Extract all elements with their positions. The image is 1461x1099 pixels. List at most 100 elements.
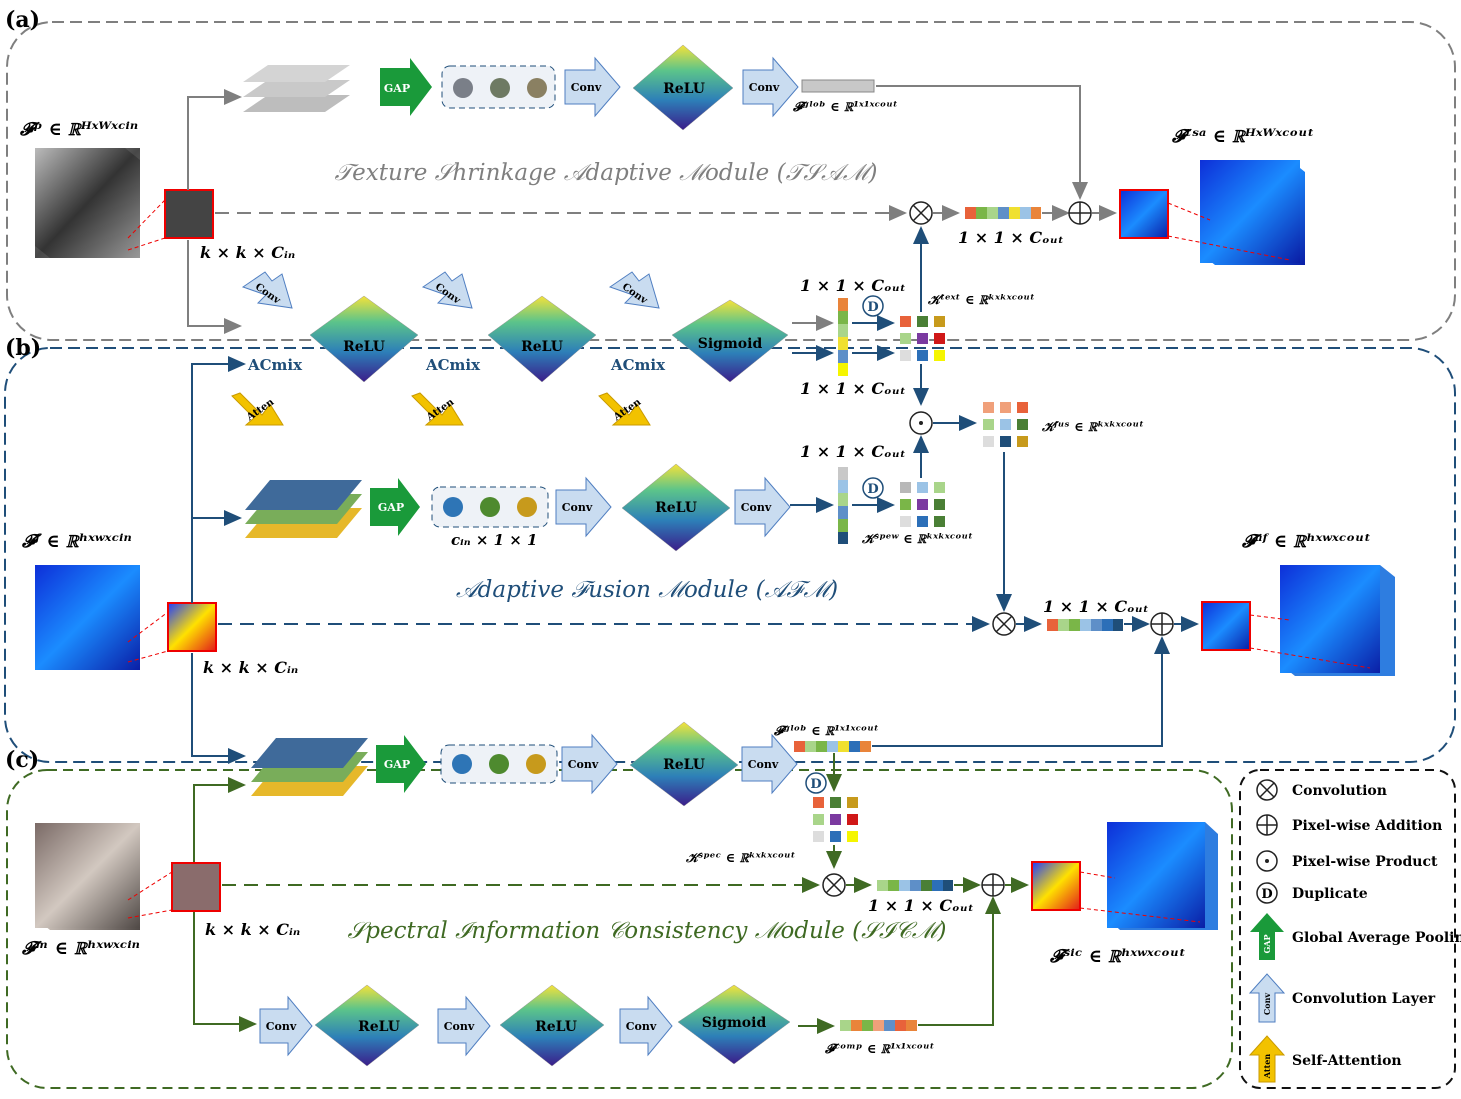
atten-block-1: Atten bbox=[231, 392, 284, 426]
sicm-title: 𝒮pectral ℐnformation 𝒞onsistency ℳodule … bbox=[347, 918, 946, 944]
faf-label: 𝓕ᵃᶠ ∈ ℝʰˣʷˣᶜᵒᵘᵗ bbox=[1241, 531, 1371, 552]
conv-block-c2: Conv bbox=[741, 733, 798, 795]
gap-block-c: GAP bbox=[376, 735, 426, 793]
kspew-vector bbox=[838, 467, 848, 544]
conv-block-a2: Conv bbox=[742, 56, 799, 118]
ftsa-output-image bbox=[1200, 160, 1305, 265]
svg-text:D: D bbox=[810, 777, 821, 792]
svg-text:Atten: Atten bbox=[1262, 1054, 1272, 1080]
svg-text:GAP: GAP bbox=[1262, 934, 1272, 953]
svg-text:ReLU: ReLU bbox=[343, 339, 385, 355]
legend: Convolution Pixel-wise Addition Pixel-wi… bbox=[1248, 779, 1461, 1083]
conv-block-c4: Conv bbox=[437, 995, 491, 1057]
fglob-vector-c bbox=[794, 741, 871, 752]
legend-atten-icon bbox=[1248, 1035, 1286, 1083]
acmix-label-3: ACmix bbox=[610, 356, 666, 374]
panel-label-a: (a) bbox=[5, 7, 40, 33]
kfus-grid bbox=[983, 402, 1028, 447]
svg-text:Conv: Conv bbox=[562, 501, 593, 514]
sic-vector bbox=[877, 880, 953, 891]
fm-label: 𝓕ᵐ ∈ ℝʰˣʷˣᶜⁱⁿ bbox=[21, 938, 140, 959]
gap-block-b: GAP bbox=[370, 478, 420, 536]
legend-label-1: Pixel-wise Addition bbox=[1292, 818, 1442, 834]
one-cout-label-c: 1 × 1 × Cₒᵤₜ bbox=[868, 896, 974, 915]
svg-text:ReLU: ReLU bbox=[663, 81, 705, 97]
conv-block-a5: Conv bbox=[608, 271, 660, 309]
relu-surface-b1: ReLU bbox=[621, 463, 731, 552]
af-vector bbox=[1047, 619, 1123, 631]
conv-block-a3: Conv bbox=[241, 271, 293, 309]
kspec-label: 𝒦ˢᵖᵉᶜ ∈ ℝᵏˣᵏˣᶜᵒᵘᵗ bbox=[685, 851, 796, 866]
svg-text:Conv: Conv bbox=[568, 758, 599, 771]
legend-duplicate-icon bbox=[1256, 882, 1278, 904]
legend-label-2: Pixel-wise Product bbox=[1292, 854, 1438, 870]
ktext-vector bbox=[838, 298, 848, 376]
kfus-label: 𝒦ᶠᵘˢ ∈ ℝᵏˣᵏˣᶜᵒᵘᵗ bbox=[1041, 420, 1144, 435]
sigmoid-surface-a: Sigmoid bbox=[671, 299, 789, 383]
fglob-c-label: 𝓕ᵍˡᵒᵇ ∈ ℝ¹ˣ¹ˣᶜᵒᵘᵗ bbox=[773, 724, 879, 739]
kkcin-label-c: k × k × Cᵢₙ bbox=[205, 920, 300, 939]
svg-text:ReLU: ReLU bbox=[535, 1019, 577, 1035]
sic-patch bbox=[1031, 861, 1081, 911]
tsam-frame bbox=[6, 21, 1456, 341]
fp-input-image bbox=[35, 148, 140, 258]
fp-patch bbox=[164, 189, 214, 239]
legend-label-4: Global Average Pooling bbox=[1292, 930, 1461, 946]
fp-label: 𝓕ᵖ ∈ ℝᴴˣᵂˣᶜⁱⁿ bbox=[19, 119, 138, 140]
svg-text:Sigmoid: Sigmoid bbox=[698, 336, 763, 352]
legend-label-5: Convolution Layer bbox=[1292, 991, 1436, 1007]
kspew-grid bbox=[900, 482, 945, 527]
relu-surface-a4: ReLU bbox=[487, 295, 597, 383]
dup-op-a bbox=[862, 295, 884, 317]
svg-text:GAP: GAP bbox=[384, 758, 410, 771]
relu-surface-a3: ReLU bbox=[309, 295, 419, 383]
svg-text:Conv: Conv bbox=[748, 758, 779, 771]
atten-block-2: Atten bbox=[411, 392, 464, 426]
svg-text:D: D bbox=[867, 482, 878, 497]
tsa-vector bbox=[965, 207, 1041, 219]
fsic-label: 𝓕ˢⁱᶜ ∈ ℝʰˣʷˣᶜᵒᵘᵗ bbox=[1049, 946, 1186, 967]
kspec-grid bbox=[813, 797, 858, 842]
sigmoid-surface-c: Sigmoid bbox=[677, 984, 791, 1065]
svg-text:ReLU: ReLU bbox=[655, 500, 697, 516]
color-feature-stack-c bbox=[251, 738, 368, 796]
conv-block-a1: Conv bbox=[564, 56, 621, 118]
svg-text:Sigmoid: Sigmoid bbox=[702, 1015, 767, 1031]
svg-text:GAP: GAP bbox=[384, 82, 410, 95]
svg-text:ReLU: ReLU bbox=[358, 1019, 400, 1035]
dup-op-b bbox=[862, 477, 884, 499]
kspew-label: 𝒦ˢᵖᵉʷ ∈ ℝᵏˣᵏˣᶜᵒᵘᵗ bbox=[861, 532, 973, 547]
svg-text:Conv: Conv bbox=[741, 501, 772, 514]
fglob-vector-a bbox=[801, 79, 875, 93]
conv-block-c1: Conv bbox=[561, 733, 618, 795]
svg-text:Conv: Conv bbox=[1262, 993, 1272, 1016]
ktext-label: 𝒦ᵗᵉˣᵗ ∈ ℝᵏˣᵏˣᶜᵒᵘᵗ bbox=[927, 293, 1035, 308]
fcomp-label: 𝓕ᶜᵒᵐᵖ ∈ ℝ¹ˣ¹ˣᶜᵒᵘᵗ bbox=[824, 1042, 935, 1057]
svg-text:Conv: Conv bbox=[266, 1020, 297, 1033]
fm-patch bbox=[171, 862, 221, 912]
one-cout-label-b3: 1 × 1 × Cₒᵤₜ bbox=[1043, 597, 1149, 616]
ftsa-label: 𝓕ᵗˢᵃ ∈ ℝᴴˣᵂˣᶜᵒᵘᵗ bbox=[1171, 126, 1314, 147]
ktext-grid bbox=[900, 316, 945, 361]
legend-label-6: Self-Attention bbox=[1292, 1053, 1402, 1069]
ff-input-image bbox=[35, 565, 140, 670]
svg-text:Conv: Conv bbox=[749, 81, 780, 94]
conv-block-b1: Conv bbox=[555, 476, 612, 538]
gray-feature-stack bbox=[243, 65, 350, 112]
one-cout-label-b2: 1 × 1 × Cₒᵤₜ bbox=[800, 442, 906, 461]
faf-output-image bbox=[1280, 565, 1395, 676]
svg-text:D: D bbox=[1261, 887, 1272, 902]
legend-frame bbox=[1239, 769, 1456, 1089]
acmix-label-2: ACmix bbox=[425, 356, 481, 374]
legend-convlayer-icon bbox=[1248, 973, 1286, 1023]
conv-block-b2: Conv bbox=[734, 476, 791, 538]
kkcin-label-b: k × k × Cᵢₙ bbox=[203, 658, 298, 677]
svg-text:ReLU: ReLU bbox=[521, 339, 563, 355]
svg-text:GAP: GAP bbox=[378, 501, 404, 514]
conv-block-c3: Conv bbox=[259, 995, 313, 1057]
legend-label-0: Convolution bbox=[1292, 783, 1387, 799]
relu-surface-a1: ReLU bbox=[632, 44, 734, 131]
conv-block-c5: Conv bbox=[619, 995, 673, 1057]
fglob-a-label: 𝓕ᵍˡᵒᵇ ∈ ℝ¹ˣ¹ˣᶜᵒᵘᵗ bbox=[792, 100, 898, 115]
